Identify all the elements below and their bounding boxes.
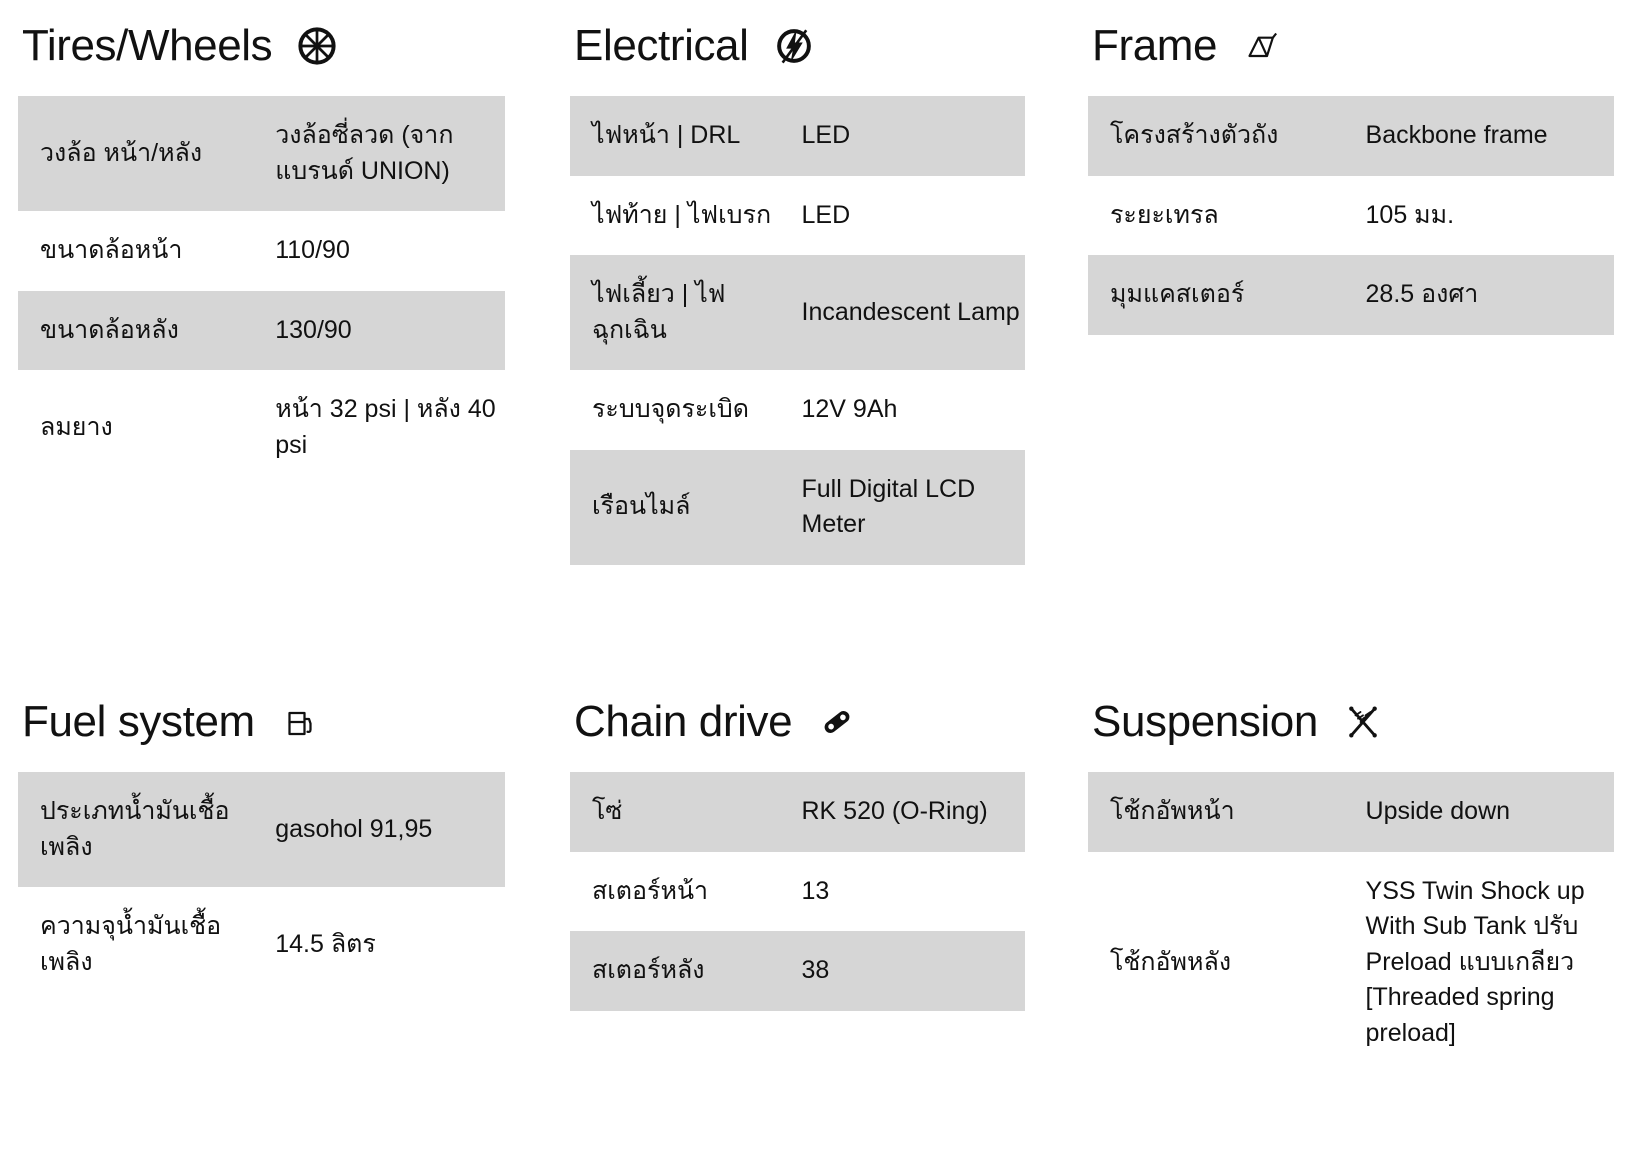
spec-label: สเตอร์หน้า bbox=[592, 876, 709, 905]
spec-value: 14.5 ลิตร bbox=[275, 929, 376, 958]
spec-value: 12V 9Ah bbox=[801, 395, 898, 423]
table-row: ลมยาง หน้า 32 psi | หลัง 40 psi bbox=[18, 370, 505, 485]
bike-frame-icon bbox=[1239, 23, 1285, 69]
table-row: โช้กอัพหน้า Upside down bbox=[1088, 772, 1614, 852]
spec-value: Upside down bbox=[1365, 797, 1511, 825]
section-title: Chain drive bbox=[574, 697, 793, 746]
section-suspension: Suspension bbox=[1050, 670, 1639, 1164]
table-row: วงล้อ หน้า/หลัง วงล้อซี่ลวด (จากแบรนด์ U… bbox=[18, 96, 505, 211]
table-row: ระบบจุดระเบิด 12V 9Ah bbox=[570, 370, 1025, 450]
table-row: ขนาดล้อหน้า 110/90 bbox=[18, 211, 505, 291]
spec-value: gasohol 91,95 bbox=[275, 814, 433, 843]
spec-value: หน้า 32 psi | หลัง 40 psi bbox=[275, 395, 496, 459]
spec-table-suspension: โช้กอัพหน้า Upside down โช้กอัพหลัง YSS … bbox=[1088, 772, 1614, 1073]
wheel-icon bbox=[294, 23, 340, 69]
table-row: เรือนไมล์ Full Digital LCD Meter bbox=[570, 449, 1025, 565]
table-row: ไฟเลี้ยว | ไฟฉุกเฉิน Incandescent Lamp bbox=[570, 255, 1025, 370]
spec-label: โช้กอัพหลัง bbox=[1110, 947, 1232, 976]
table-row: โครงสร้างตัวถัง Backbone frame bbox=[1088, 96, 1614, 176]
spec-value: วงล้อซี่ลวด (จากแบรนด์ UNION) bbox=[275, 121, 454, 185]
spec-table-electrical: ไฟหน้า | DRL LED ไฟท้าย | ไฟเบรก LED ไฟเ… bbox=[570, 96, 1025, 565]
spec-table-frame: โครงสร้างตัวถัง Backbone frame ระยะเทรล … bbox=[1088, 96, 1614, 335]
spec-value: Backbone frame bbox=[1365, 121, 1548, 149]
spec-label: โครงสร้างตัวถัง bbox=[1110, 121, 1279, 149]
chain-link-icon bbox=[814, 699, 860, 745]
table-row: โซ่ RK 520 (O-Ring) bbox=[570, 772, 1025, 852]
table-row: มุมแคสเตอร์ 28.5 องศา bbox=[1088, 255, 1614, 335]
spec-label: ไฟหน้า | DRL bbox=[592, 121, 741, 149]
spec-value: 38 bbox=[801, 956, 830, 984]
spec-value: 28.5 องศา bbox=[1365, 280, 1479, 308]
spec-table-fuel-system: ประเภทน้ำมันเชื้อเพลิง gasohol 91,95 ควา… bbox=[18, 772, 505, 1002]
table-row: ขนาดล้อหลัง 130/90 bbox=[18, 290, 505, 370]
section-header-suspension: Suspension bbox=[1092, 690, 1614, 754]
spec-label: ระยะเทรล bbox=[1110, 200, 1219, 229]
spec-value: RK 520 (O-Ring) bbox=[801, 797, 988, 825]
spec-label: ลมยาง bbox=[40, 412, 113, 441]
table-row: ไฟหน้า | DRL LED bbox=[570, 96, 1025, 176]
spec-label: เรือนไมล์ bbox=[592, 492, 691, 521]
table-row: โช้กอัพหลัง YSS Twin Shock up With Sub T… bbox=[1088, 852, 1614, 1074]
spec-label: โช้กอัพหน้า bbox=[1110, 797, 1235, 825]
section-electrical: Electrical ไฟหน้า | DRL LED ไ bbox=[530, 0, 1050, 670]
section-header-tires-wheels: Tires/Wheels bbox=[22, 14, 505, 78]
table-row: สเตอร์หน้า 13 bbox=[570, 852, 1025, 932]
table-row: ไฟท้าย | ไฟเบรก LED bbox=[570, 176, 1025, 256]
spec-value: 105 มม. bbox=[1365, 200, 1455, 229]
spec-label: ความจุน้ำมันเชื้อเพลิง bbox=[40, 912, 222, 976]
spec-label: วงล้อ หน้า/หลัง bbox=[40, 138, 203, 167]
section-title: Electrical bbox=[574, 21, 749, 70]
spec-label: ระบบจุดระเบิด bbox=[592, 395, 749, 423]
spec-label: ไฟท้าย | ไฟเบรก bbox=[592, 200, 772, 229]
spec-label: โซ่ bbox=[592, 797, 623, 825]
section-header-electrical: Electrical bbox=[574, 14, 1025, 78]
spec-label: ขนาดล้อหน้า bbox=[40, 236, 183, 264]
spec-label: มุมแคสเตอร์ bbox=[1110, 280, 1245, 308]
spec-value: LED bbox=[801, 121, 851, 149]
section-chain-drive: Chain drive โซ่ RK 520 (O-Ring) bbox=[530, 670, 1050, 1164]
spec-label: สเตอร์หลัง bbox=[592, 956, 705, 984]
section-title: Fuel system bbox=[22, 697, 255, 746]
spec-value: 110/90 bbox=[275, 236, 350, 264]
spec-value: 130/90 bbox=[275, 315, 352, 344]
spec-label: ขนาดล้อหลัง bbox=[40, 315, 179, 344]
spec-value: 13 bbox=[801, 876, 830, 905]
section-title: Tires/Wheels bbox=[22, 21, 273, 70]
section-frame: Frame โครงสร้างตัวถัง Backbone bbox=[1050, 0, 1639, 670]
spec-value: YSS Twin Shock up With Sub Tank ปรับ Pre… bbox=[1365, 876, 1585, 1047]
section-header-frame: Frame bbox=[1092, 14, 1614, 78]
spec-value: LED bbox=[801, 200, 851, 229]
lightning-bolt-circle-icon bbox=[771, 23, 817, 69]
section-header-chain-drive: Chain drive bbox=[574, 690, 1025, 754]
spec-label: ประเภทน้ำมันเชื้อเพลิง bbox=[40, 797, 230, 861]
section-header-fuel-system: Fuel system bbox=[22, 690, 505, 754]
table-row: ความจุน้ำมันเชื้อเพลิง 14.5 ลิตร bbox=[18, 887, 505, 1002]
fuel-pump-icon bbox=[277, 699, 323, 745]
spec-value: Full Digital LCD Meter bbox=[801, 474, 976, 539]
crossed-shock-absorbers-icon bbox=[1340, 699, 1386, 745]
section-tires-wheels: Tires/Wheels bbox=[0, 0, 530, 670]
spec-table-tires-wheels: วงล้อ หน้า/หลัง วงล้อซี่ลวด (จากแบรนด์ U… bbox=[18, 96, 505, 485]
table-row: สเตอร์หลัง 38 bbox=[570, 931, 1025, 1011]
section-title: Suspension bbox=[1092, 697, 1318, 746]
spec-table-chain-drive: โซ่ RK 520 (O-Ring) สเตอร์หน้า 13 สเตอร์… bbox=[570, 772, 1025, 1011]
table-row: ประเภทน้ำมันเชื้อเพลิง gasohol 91,95 bbox=[18, 772, 505, 887]
section-title: Frame bbox=[1092, 21, 1218, 70]
spec-label: ไฟเลี้ยว | ไฟฉุกเฉิน bbox=[592, 280, 726, 344]
spec-value: Incandescent Lamp bbox=[801, 297, 1020, 326]
table-row: ระยะเทรล 105 มม. bbox=[1088, 176, 1614, 256]
section-fuel-system: Fuel system ประเภทน้ำมันเชื้อเพลิง bbox=[0, 670, 530, 1164]
